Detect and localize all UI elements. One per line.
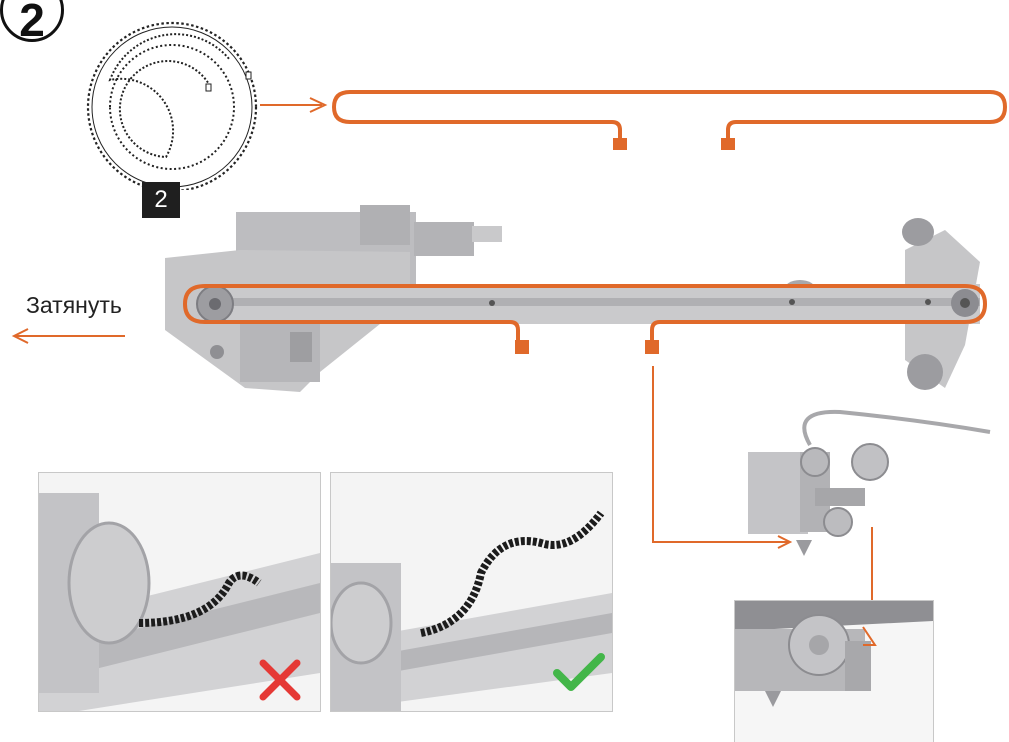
tensioner-detail-panel xyxy=(734,600,934,742)
tension-label: Затянуть xyxy=(26,292,122,318)
belt-end-right xyxy=(721,138,735,150)
cross-icon xyxy=(259,659,301,701)
correct-example-image xyxy=(331,473,612,711)
belt-path-shape xyxy=(331,90,1008,140)
step-number: 2 xyxy=(19,0,45,46)
wrong-example-image xyxy=(39,473,320,711)
correct-example-panel xyxy=(330,472,613,712)
part-number-label: 2 xyxy=(142,182,180,218)
step-number-badge: 2 xyxy=(0,0,64,46)
wrong-example-panel xyxy=(38,472,321,712)
tensioner-detail-image xyxy=(735,601,933,742)
check-icon xyxy=(553,653,605,691)
belt-end-left xyxy=(613,138,627,150)
